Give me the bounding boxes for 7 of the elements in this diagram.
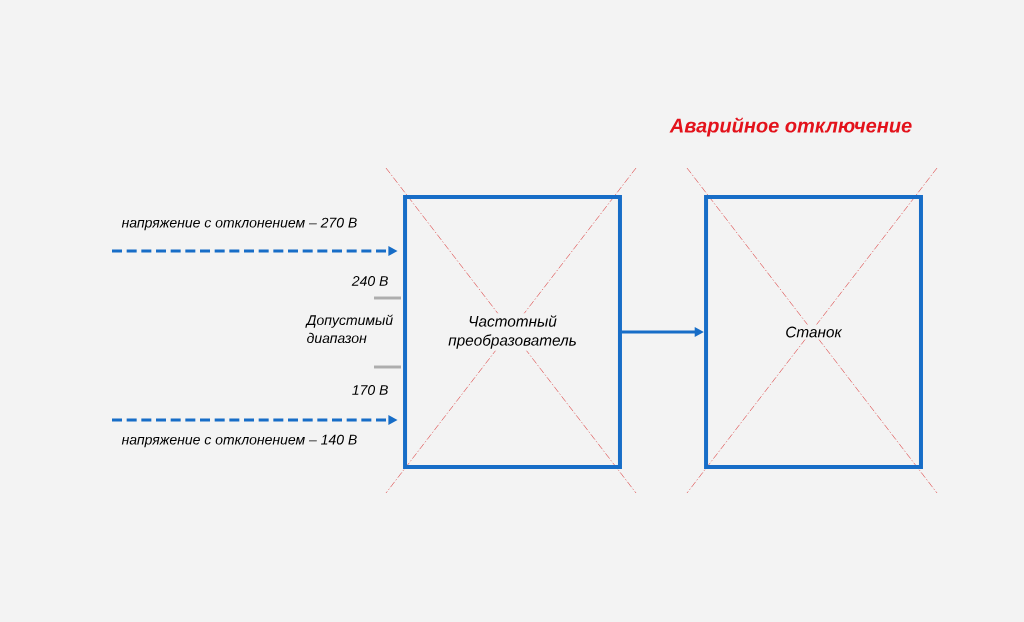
edge-label: напряжение с отклонением – 140 В bbox=[120, 433, 359, 449]
edge-label: напряжение с отклонением – 270 В bbox=[120, 216, 359, 232]
voltage-label: 240 В bbox=[351, 276, 388, 286]
voltage-label: 170 В bbox=[352, 385, 388, 395]
title: Аварийное отключение bbox=[669, 117, 912, 137]
process-box: Станок bbox=[704, 195, 923, 469]
process-box: Частотный преобразователь bbox=[403, 195, 622, 469]
